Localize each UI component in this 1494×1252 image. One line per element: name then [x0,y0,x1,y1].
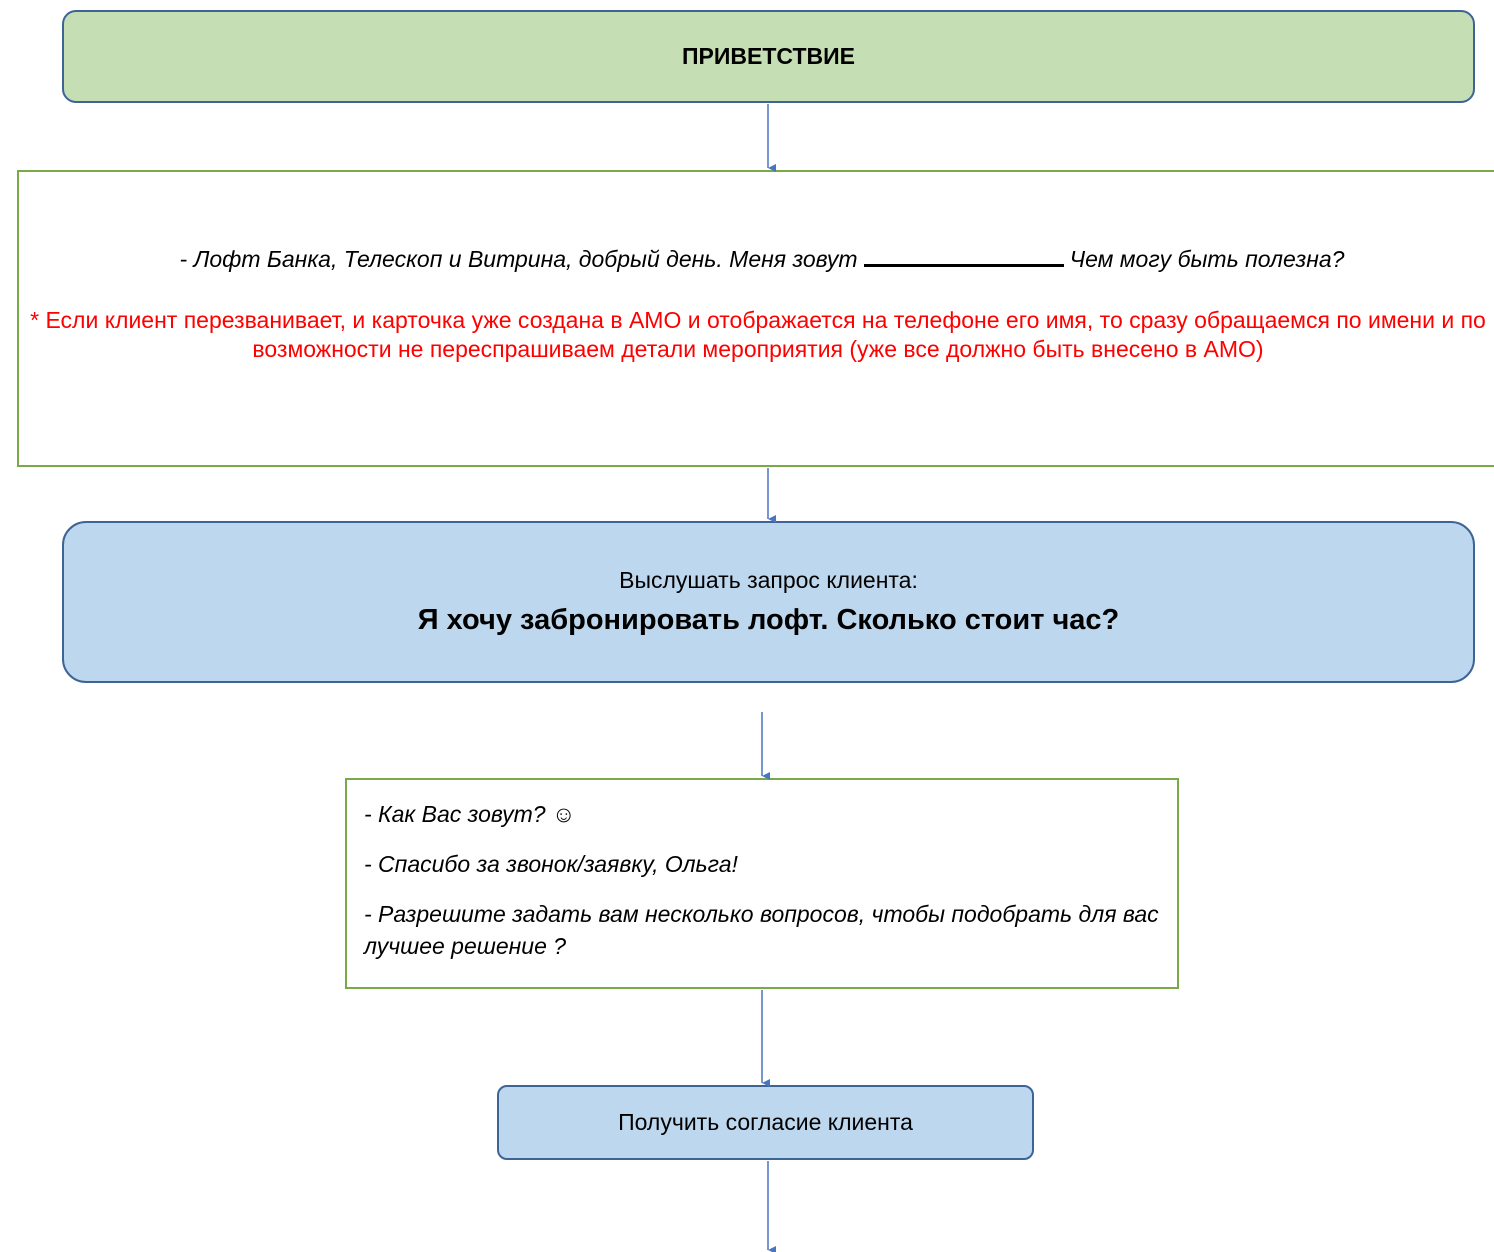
greeting-script-text: - Лофт Банка, Телескоп и Витрина, добрый… [179,246,858,272]
question-item: - Разрешите задать вам несколько вопросо… [364,901,1159,959]
client-request-node: Выслушать запрос клиента: Я хочу заброни… [62,521,1475,683]
question-item: - Как Вас зовут? ☺ [364,801,576,827]
questions-node: - Как Вас зовут? ☺ - Спасибо за звонок/з… [345,778,1179,989]
greeting-script-question: Чем могу быть полезна? [1069,246,1345,272]
greeting-script-node: - Лофт Банка, Телескоп и Витрина, добрый… [17,170,1494,467]
client-request-quote: Я хочу забронировать лофт. Сколько стоит… [417,604,1120,636]
consent-node: Получить согласие клиента [497,1085,1034,1160]
repeat-call-note: * Если клиент перезванивает, и карточка … [30,307,1486,362]
client-request-label: Выслушать запрос клиента: [619,567,918,593]
greeting-node: ПРИВЕТСТВИЕ [62,10,1475,103]
greeting-title: ПРИВЕТСТВИЕ [682,43,855,69]
consent-label: Получить согласие клиента [618,1109,913,1135]
name-blank-field [863,244,1064,267]
greeting-script-line: - Лофт Банка, Телескоп и Витрина, добрый… [19,244,1494,273]
question-item: - Спасибо за звонок/заявку, Ольга! [364,851,738,877]
